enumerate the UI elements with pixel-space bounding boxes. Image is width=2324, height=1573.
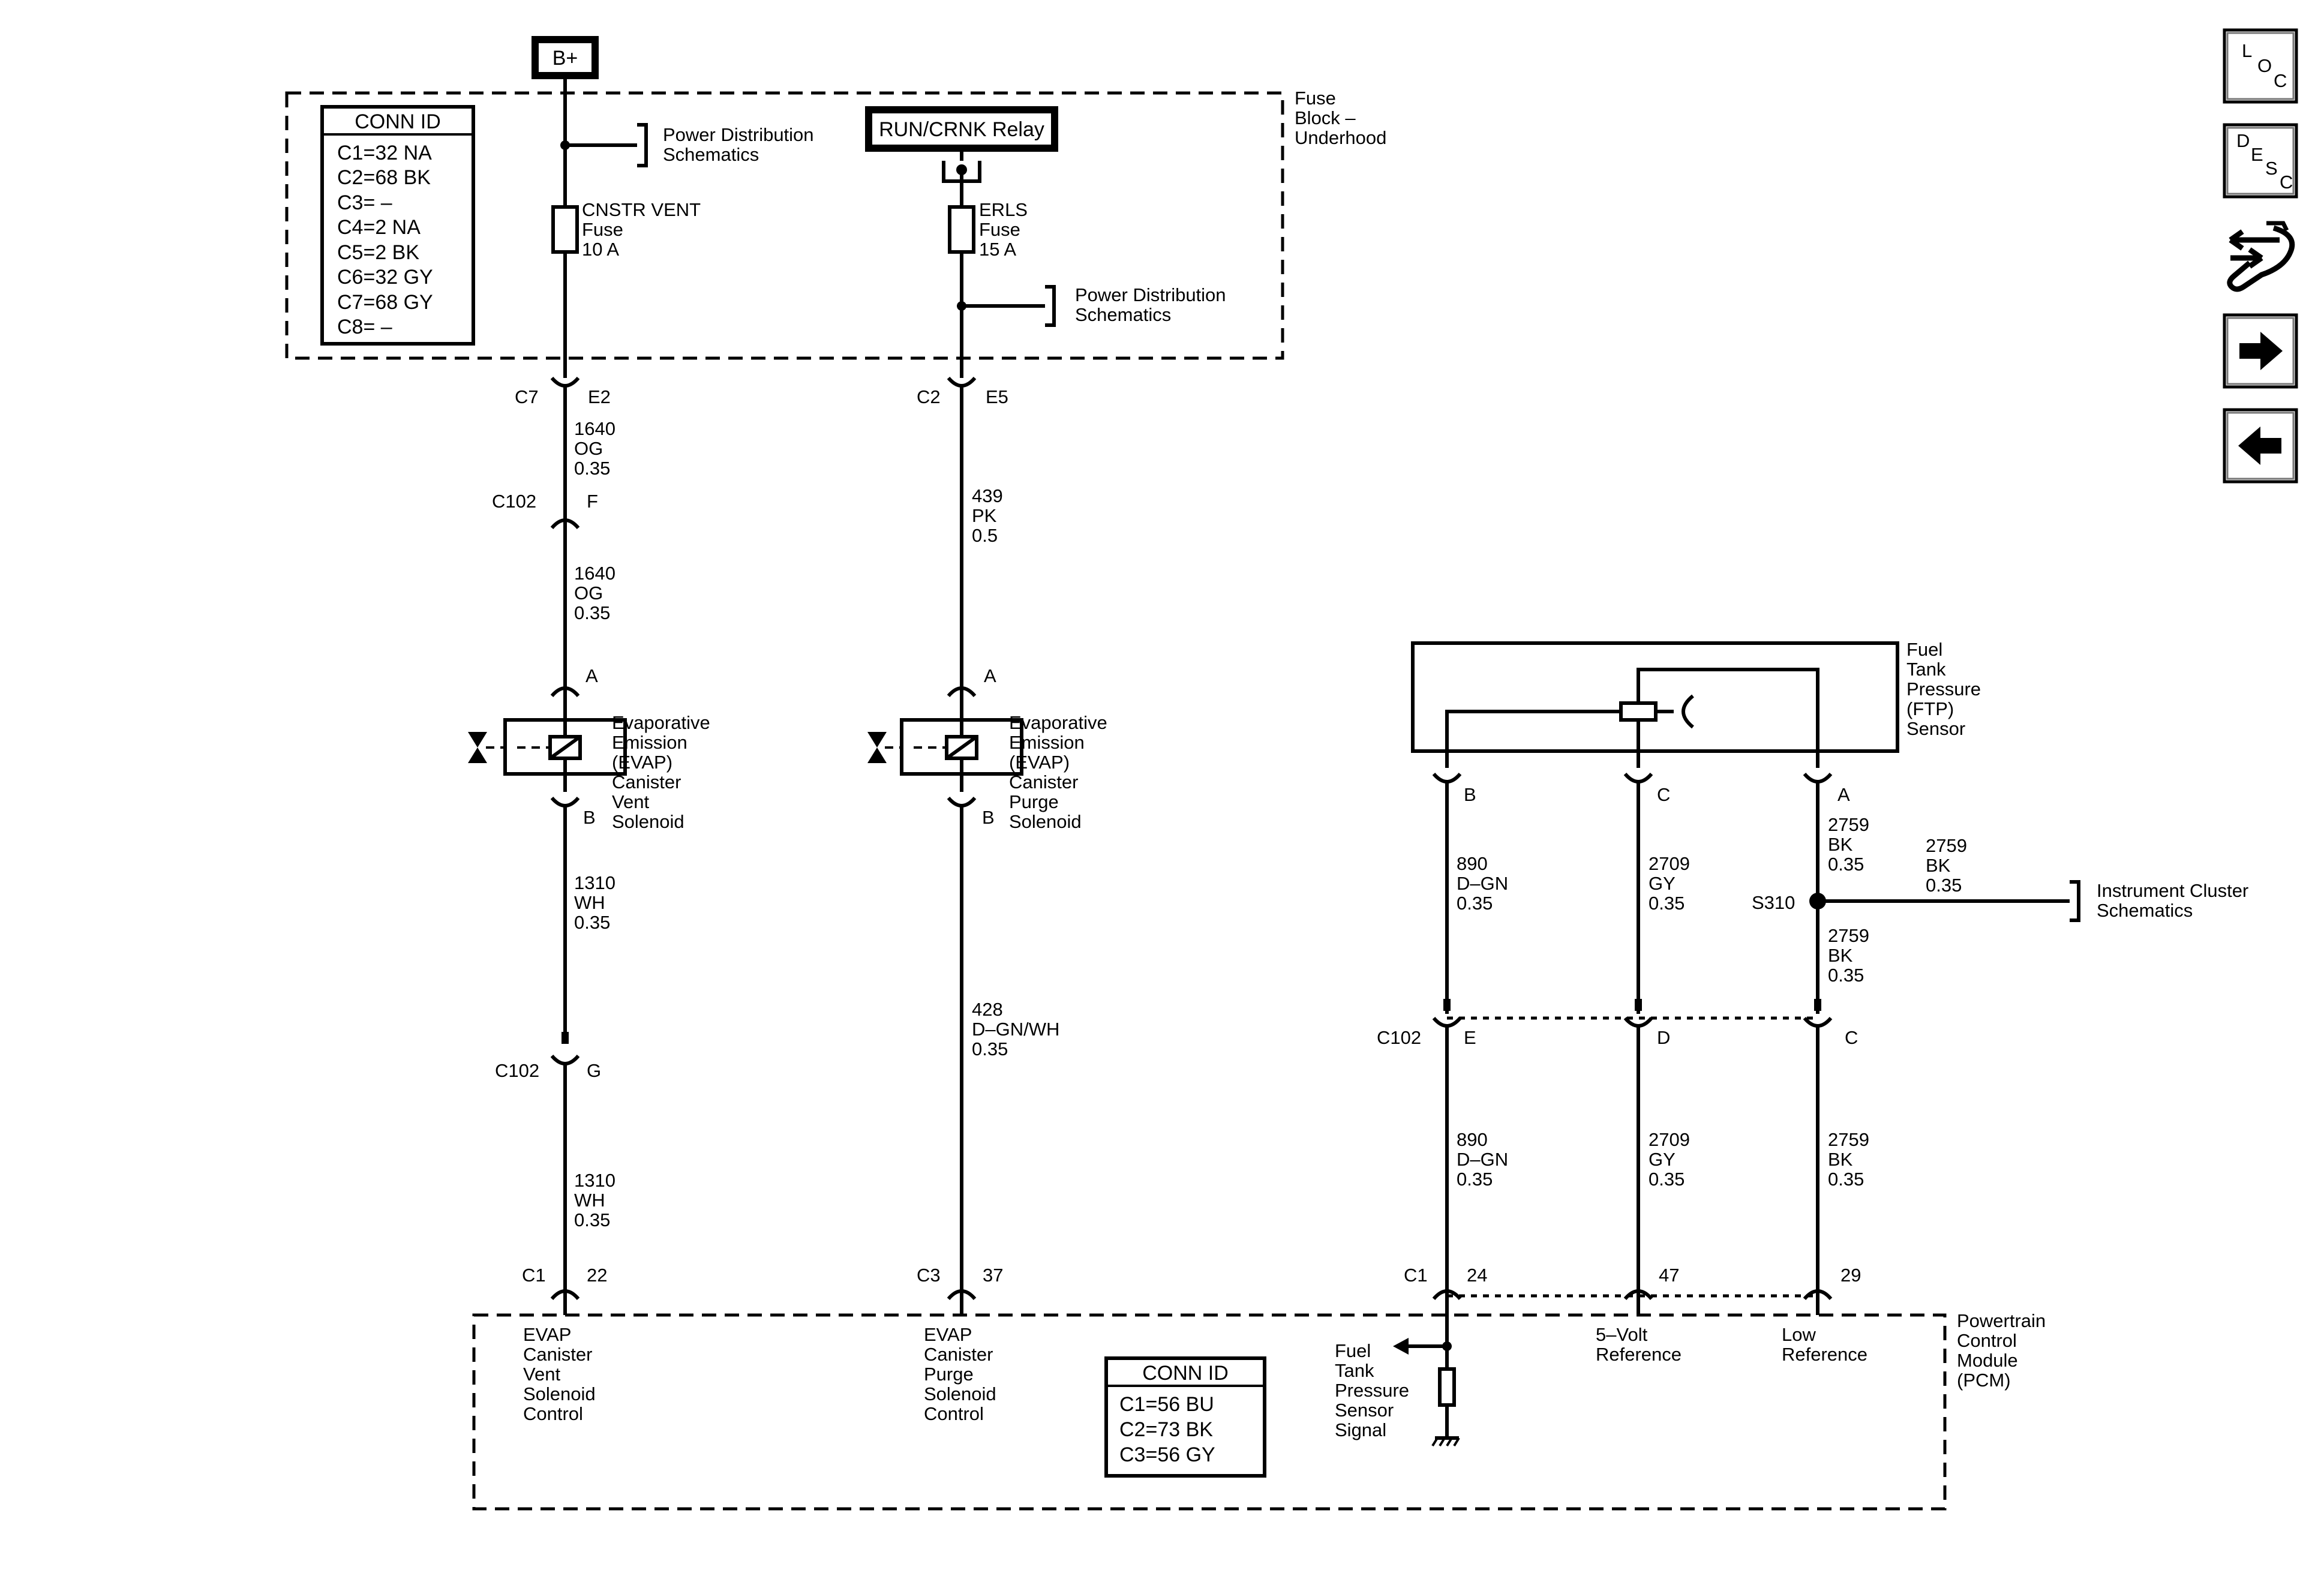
wire-label-2759-splice: 2759 BK 0.35 [1926,835,1972,896]
svg-text:C: C [2274,70,2287,91]
label-ftp-pin-b: B [1464,784,1476,805]
fuse-cnstr-vent [551,205,579,254]
pcm-5v-reference-label: 5–Volt Reference [1596,1324,1682,1365]
wire-label-1640-b: 1640 OG 0.35 [574,563,621,623]
wire-label-1640-a: 1640 OG 0.35 [574,418,621,479]
label-s310: S310 [1752,892,1795,913]
label-24: 24 [1467,1265,1487,1286]
evap-vent-solenoid-label: Evaporative Emission (EVAP) Canister Ven… [612,712,715,832]
wire-label-1310-a: 1310 WH 0.35 [574,872,621,933]
wire-label-2759-c: 2759 BK 0.35 [1828,1129,1875,1190]
power-distribution-ref-1: Power Distribution Schematics [663,124,819,165]
wire-label-1310-b: 1310 WH 0.35 [574,1170,621,1230]
svg-text:D: D [2236,130,2250,151]
connector-tools-button[interactable] [2227,221,2295,292]
label-purge-pin-b: B [982,807,995,828]
label-d: D [1657,1027,1670,1048]
svg-text:S: S [2265,158,2278,179]
label-e: E [1464,1027,1476,1048]
label-c102-c: C102 [1377,1027,1421,1048]
connector-c7-e2 [550,376,580,388]
pcm-outline [472,1313,1947,1511]
label-ftp-pin-a: A [1837,784,1850,805]
wire-label-2759-a: 2759 BK 0.35 [1828,814,1875,875]
pcm-purge-control-label: EVAP Canister Purge Solenoid Control [924,1324,1001,1424]
arrow-right-icon [2239,332,2283,370]
wire-label-2709-b: 2709 GY 0.35 [1649,1129,1695,1190]
ftp-sensor-element [1619,701,1658,722]
label-g: G [587,1060,601,1081]
label-c3: C3 [917,1265,941,1286]
arrow-left-icon [2238,427,2281,465]
label-purge-pin-a: A [984,665,996,686]
loc-icon: L O C [2242,40,2287,91]
label-c102-g: C102 [495,1060,539,1081]
fuse-block-outline [285,91,1284,360]
svg-text:O: O [2257,55,2272,76]
evap-purge-solenoid-label: Evaporative Emission (EVAP) Canister Pur… [1009,712,1112,832]
pcm-low-reference-label: Low Reference [1782,1324,1867,1365]
wire-label-2759-b: 2759 BK 0.35 [1828,925,1875,986]
label-22: 22 [587,1265,607,1286]
pcm-ftp-signal-label: Fuel Tank Pressure Sensor Signal [1335,1340,1415,1440]
wire-label-428: 428 D–GN/WH 0.35 [972,999,1065,1059]
label-e5: E5 [986,386,1008,407]
wire-label-2709-a: 2709 GY 0.35 [1649,853,1695,914]
label-29: 29 [1840,1265,1861,1286]
conn-id-table-pcm: CONN ID C1=56 BU C2=73 BK C3=56 GY [1104,1356,1266,1478]
connector-tools-icon [2227,221,2295,292]
label-vent-pin-b: B [583,807,596,828]
label-vent-pin-a: A [585,665,598,686]
pcm-label: Powertrain Control Module (PCM) [1957,1310,2051,1391]
label-47: 47 [1659,1265,1679,1286]
wire-label-439: 439 PK 0.5 [972,485,1008,546]
desc-button[interactable]: D E S C [2223,123,2298,199]
fuse-erls-label: ERLS Fuse 15 A [979,199,1033,260]
svg-text:CONN ID: CONN ID [355,110,441,133]
label-ftp-pin-c: C [1657,784,1670,805]
ftp-sensor-box [1411,641,1899,753]
label-e2: E2 [588,386,611,407]
prev-button[interactable] [2223,408,2298,484]
desc-icon: D E S C [2236,130,2293,193]
connector-c102-g [550,1054,580,1065]
wire-label-890-b: 890 D–GN 0.35 [1457,1129,1514,1190]
label-37: 37 [983,1265,1003,1286]
label-c: C [1845,1027,1858,1048]
conn-id-table-top: CONN ID C1=32 NA C2=68 BK C3= – C4=2 NA … [320,105,475,346]
svg-text:C: C [2280,172,2293,193]
evap-purge-solenoid [867,718,1023,776]
fuse-cnstr-vent-label: CNSTR VENT Fuse 10 A [582,199,705,260]
label-c2: C2 [917,386,941,407]
label-c1-b: C1 [1404,1265,1428,1286]
label-c1-a: C1 [522,1265,546,1286]
fuse-block-label: Fuse Block – Underhood [1295,88,1386,148]
instrument-cluster-ref: Instrument Cluster Schematics [2097,880,2254,921]
conn-id-rows-pcm: C1=56 BU C2=73 BK C3=56 GY [1119,1393,1220,1466]
connector-c1-22 [550,1289,580,1301]
pcm-ftp-signal-circuit [1393,1293,1460,1447]
ftp-sensor-label: Fuel Tank Pressure (FTP) Sensor [1906,639,1986,739]
fuse-erls [948,205,975,254]
power-distribution-ref-2: Power Distribution Schematics [1075,284,1231,325]
pcm-vent-control-label: EVAP Canister Vent Solenoid Control [523,1324,600,1424]
connector-c2-e5 [947,376,977,388]
loc-button[interactable]: L O C [2223,28,2298,104]
battery-label: B+ [553,47,578,70]
next-button[interactable] [2223,313,2298,389]
label-f: F [587,491,598,512]
evap-vent-solenoid [468,718,627,776]
svg-text:L: L [2242,40,2252,61]
run-crnk-relay-label: RUN/CRNK Relay [879,118,1044,141]
svg-text:E: E [2251,144,2263,165]
label-c7: C7 [515,386,539,407]
wire-label-890-a: 890 D–GN 0.35 [1457,853,1514,914]
label-c102-f: C102 [492,491,536,512]
connector-c3-37 [947,1289,977,1301]
svg-text:CONN ID: CONN ID [1142,1362,1229,1385]
conn-id-rows-top: C1=32 NA C2=68 BK C3= – C4=2 NA C5=2 BK … [337,142,439,338]
